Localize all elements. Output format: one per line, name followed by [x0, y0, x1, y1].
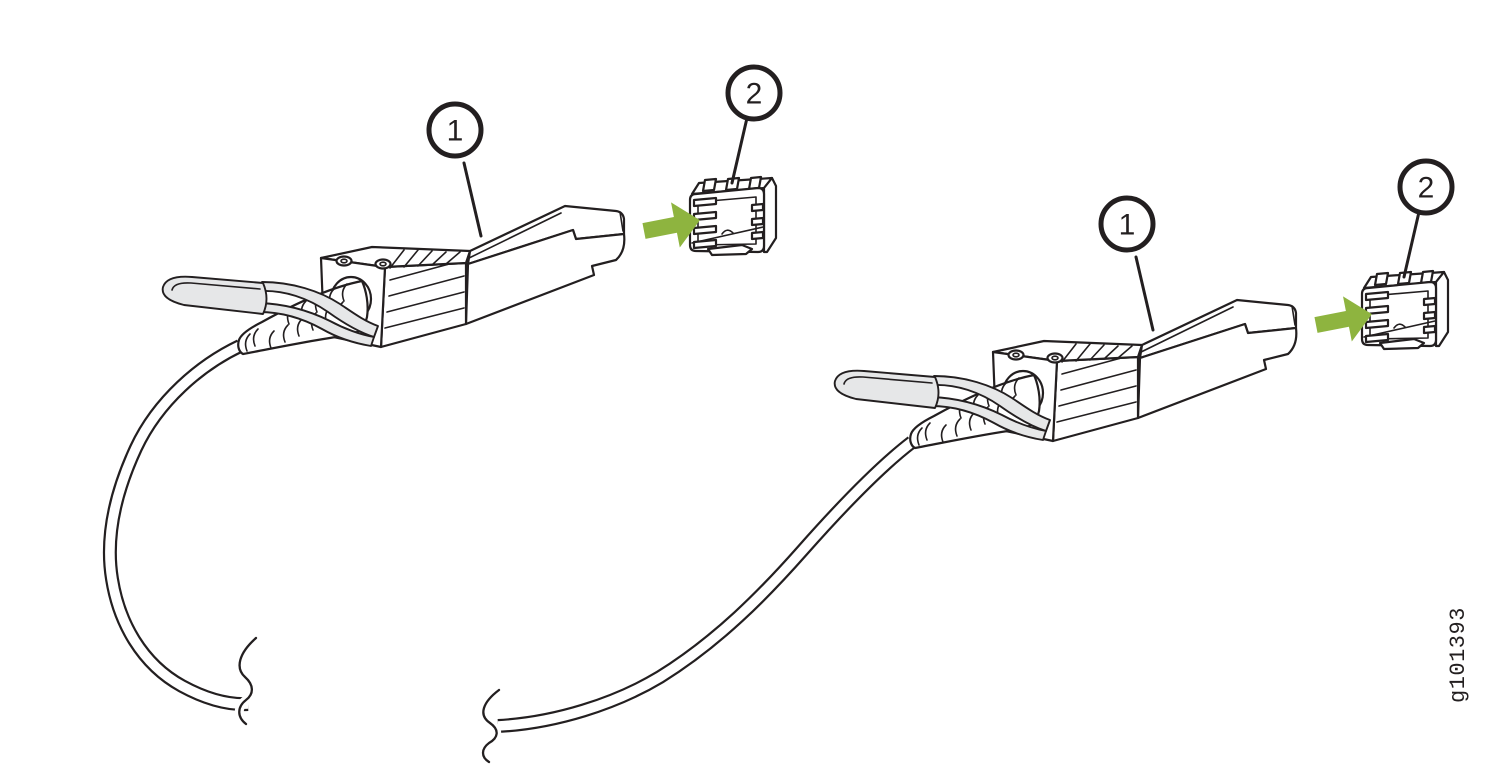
figure-id-label: g101393 — [1446, 607, 1471, 703]
transceiver-assembly-left — [163, 67, 780, 354]
transceiver-assembly-right — [835, 161, 1452, 448]
cable-break-mark-icon — [238, 636, 258, 726]
cable-right — [478, 436, 917, 767]
figure-canvas: 1 2 g101393 — [102, 16, 1471, 767]
cable-installation-diagram: 1 2 g101393 — [40, 16, 1501, 767]
cable-left — [102, 339, 261, 729]
